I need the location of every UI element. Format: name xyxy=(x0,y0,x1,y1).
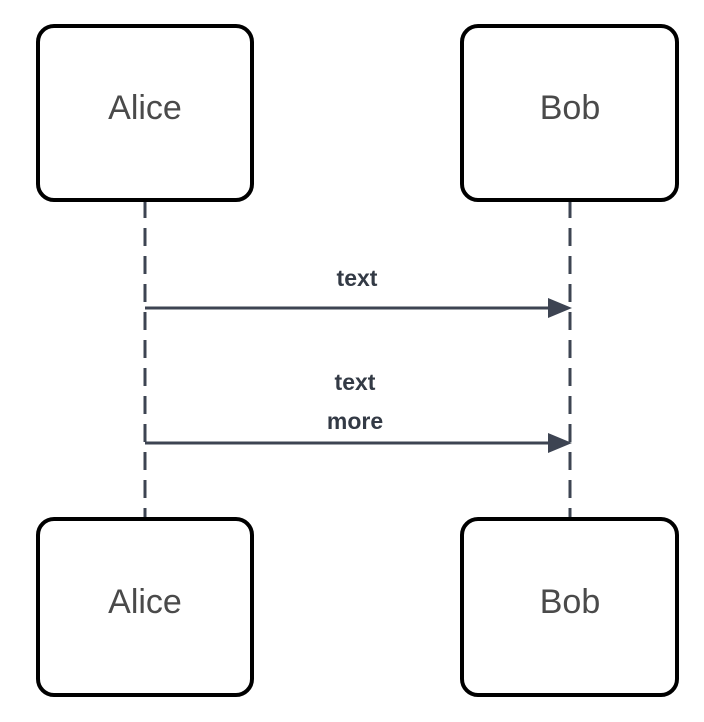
message-2-arrowhead-icon xyxy=(548,433,572,453)
participant-box-alice-top-rect[interactable] xyxy=(36,24,254,202)
participant-label-bob-top: Bob xyxy=(540,89,601,127)
participant-box-bob-top-rect[interactable] xyxy=(460,24,679,202)
participant-box-alice-bottom[interactable]: Alice xyxy=(36,517,254,697)
participant-box-bob-bottom[interactable]: Bob xyxy=(460,517,679,697)
participant-label-alice-bottom: Alice xyxy=(108,583,182,621)
message-2[interactable]: text more xyxy=(145,369,572,453)
participant-box-alice-bottom-rect[interactable] xyxy=(36,517,254,697)
participant-box-bob-top[interactable]: Bob xyxy=(460,24,679,202)
message-1-arrowhead-icon xyxy=(548,298,572,318)
message-1[interactable]: text xyxy=(145,265,572,318)
message-1-label-line-1: text xyxy=(337,265,378,291)
message-2-label-line-2: more xyxy=(327,408,383,434)
participant-label-alice-top: Alice xyxy=(108,89,182,127)
message-2-label-line-1: text xyxy=(335,369,376,395)
participant-label-bob-bottom: Bob xyxy=(540,583,601,621)
participant-box-alice-top[interactable]: Alice xyxy=(36,24,254,202)
participant-box-bob-bottom-rect[interactable] xyxy=(460,517,679,697)
lifelines xyxy=(143,200,572,519)
